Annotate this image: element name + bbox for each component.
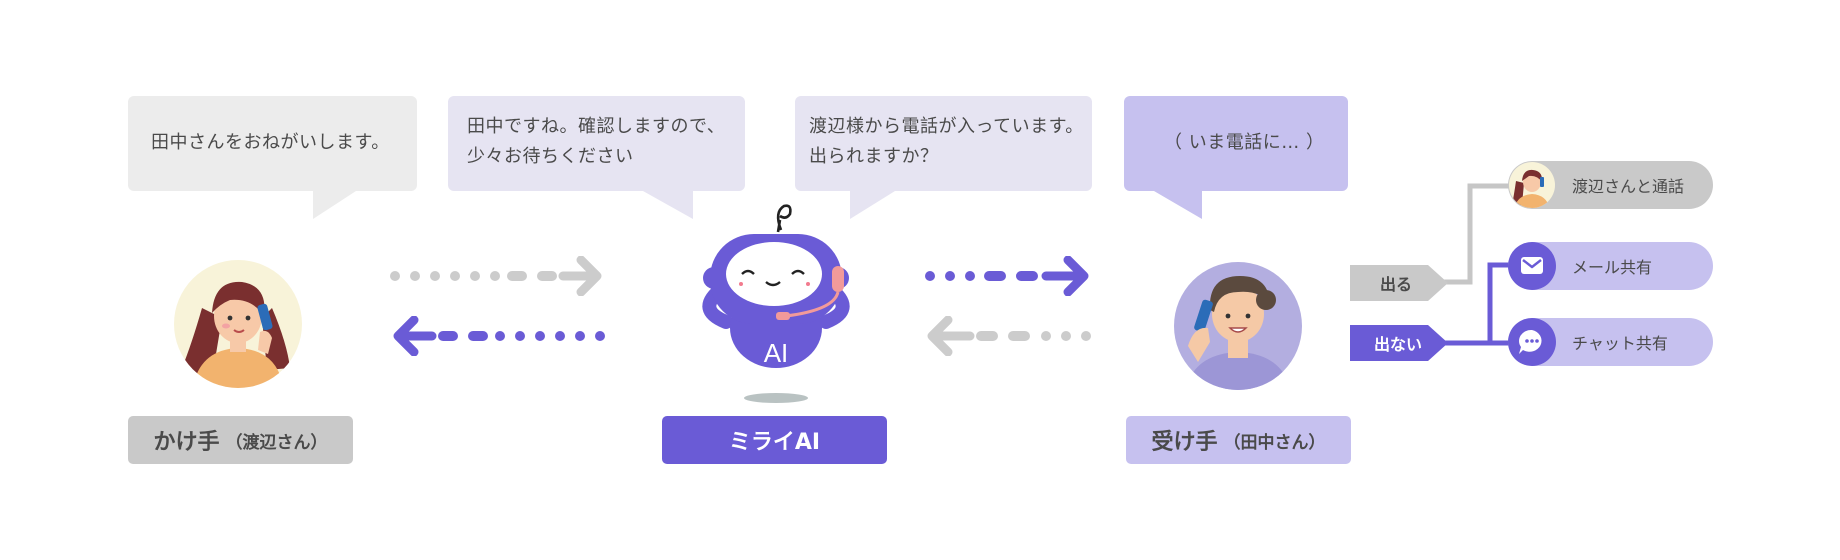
- ai-to-receiver-speech-text: 渡辺様から電話が入っています。 出られますか？: [809, 116, 1084, 167]
- man-receiver-avatar-icon: [1174, 262, 1302, 390]
- caller-speech-bubble: 田中さんをおねがいします。: [128, 96, 417, 219]
- outcome-mail-label: メール共有: [1572, 258, 1653, 277]
- caller-speech-text: 田中さんをおねがいします。: [151, 132, 390, 153]
- bubble-tail: [313, 191, 356, 219]
- bubble-tail: [850, 191, 895, 219]
- tag-shape: [1350, 325, 1448, 361]
- outcome-call-pill: 渡辺さんと通話: [1508, 161, 1713, 209]
- robot-chest-label: AI: [764, 338, 789, 368]
- ai-label: ミライAI: [662, 416, 887, 464]
- answer-branch-label: 出る: [1380, 275, 1413, 294]
- no-answer-branch-label: 出ない: [1374, 335, 1423, 354]
- ai-to-caller-speech-bubble: 田中ですね。確認しますので、 少々お待ちください: [448, 96, 745, 219]
- woman-caller-avatar-icon: [174, 260, 302, 388]
- caller-to-ai-arrow: [390, 256, 602, 296]
- ai-to-receiver-speech-bubble: 渡辺様から電話が入っています。 出られますか？: [795, 96, 1092, 219]
- caller-label-sub: （渡辺さん）: [225, 432, 328, 453]
- woman-caller-mini-avatar-icon: [1509, 162, 1555, 208]
- outcome-call-label: 渡辺さんと通話: [1572, 177, 1685, 196]
- ai-to-receiver-arrow: [925, 256, 1089, 296]
- outcome-mail-pill: メール共有: [1508, 242, 1713, 290]
- tag-shape: [1350, 265, 1448, 301]
- caller-label: かけ手 （渡辺さん）: [128, 416, 353, 464]
- receiver-to-ai-arrow: [927, 316, 1091, 356]
- no-answer-branch-tag: 出ない: [1350, 325, 1450, 361]
- receiver-speech-bubble: （ いま電話に… ）: [1124, 96, 1348, 219]
- bubble-tail: [1154, 191, 1202, 219]
- receiver-label: 受け手 （田中さん）: [1126, 416, 1351, 464]
- caller-label-main: かけ手: [153, 430, 220, 455]
- chat-icon: [1508, 318, 1556, 366]
- answer-branch-tag: 出る: [1350, 265, 1450, 301]
- outcome-chat-pill: チャット共有: [1508, 318, 1713, 366]
- mail-icon: [1508, 242, 1556, 290]
- receiver-label-main: 受け手: [1151, 430, 1218, 455]
- receiver-label-sub: （田中さん）: [1223, 432, 1326, 453]
- bubble-tail: [643, 191, 693, 219]
- ai-to-caller-arrow: [393, 316, 605, 356]
- outcome-chat-label: チャット共有: [1572, 334, 1668, 353]
- receiver-speech-text: （ いま電話に… ）: [1164, 132, 1325, 153]
- ai-robot-icon: AI: [702, 204, 850, 403]
- ai-label-main: ミライAI: [728, 430, 821, 455]
- ai-to-caller-speech-text: 田中ですね。確認しますので、 少々お待ちください: [467, 116, 726, 167]
